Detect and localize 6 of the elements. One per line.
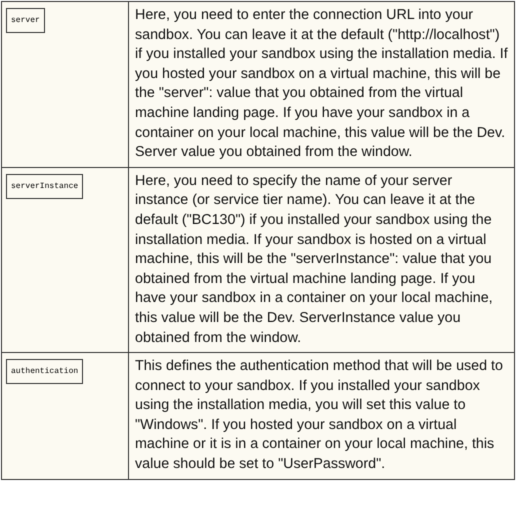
description-text: Here, you need to enter the connection URL into your sandbox. You can leave it at the default ("http://localhost") if you installed your sandbox using the installation media. If you hosted your sandbox on a virtual machine, this will be the "server": value that you obtained from the virtual machine landing page. If you have your sandbox in a container on your local machine, this value will be the Dev. Server value you obtained from the window. bbox=[135, 6, 508, 162]
field-name: server bbox=[6, 8, 45, 33]
description-text: This defines the authentication method that will be used to connect to your sandbox. If you installed your sandbox using the installation media, you will set this value to "Windows". If you hosted your sandbox on a virtual machine or it is in a container on your local machine, this value should be set to "UserPassword". bbox=[135, 357, 504, 474]
field-name: authentication bbox=[6, 359, 84, 384]
field-name: serverInstance bbox=[6, 174, 84, 199]
description-text: Here, you need to specify the name of your server instance (or service tier name). You can leave it at the default ("BC130") if you installed your sandbox using the installation media. If your sandbox is hosted on a virtual machine, this will be the "serverInstance": value that you obtained from the virtual machine landing page. If you have your sandbox in a container on your local machine, this value will be the Dev. ServerInstance value you obtained from the window. bbox=[135, 172, 494, 348]
